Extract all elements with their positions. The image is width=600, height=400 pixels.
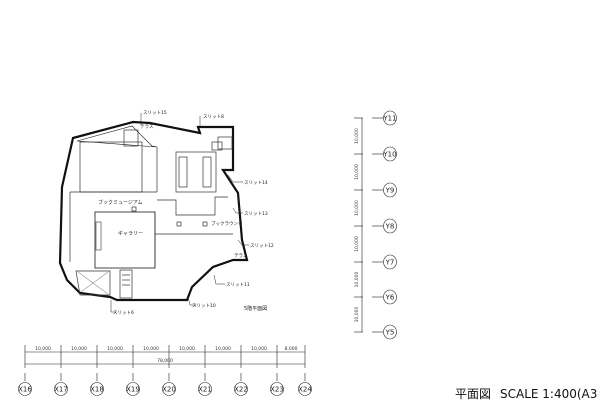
span-dimension: 10,000 [143, 346, 159, 352]
grid-label: X16 [18, 386, 32, 394]
plan-title: 5階平面図 [244, 305, 267, 312]
span-dimension: 10,000 [107, 346, 123, 352]
grid-label: Y10 [382, 151, 396, 159]
span-dimension: 10,000 [179, 346, 195, 352]
grid-label: X18 [90, 386, 104, 394]
grid-label: X20 [162, 386, 176, 394]
sheet-title: 平面図 [455, 387, 491, 400]
grid-label: Y9 [385, 187, 395, 195]
grid-label: Y11 [382, 115, 396, 123]
grid-bubble [298, 382, 312, 396]
grid-bubble [234, 382, 248, 396]
grid-bubble [383, 324, 397, 340]
grid-bubble [383, 146, 397, 162]
span-dimension: 10,000 [354, 164, 360, 180]
grid-label: Y6 [385, 294, 395, 302]
grid-bubble [383, 254, 397, 270]
grid-label: X24 [298, 386, 312, 394]
outer-wall [58, 120, 249, 302]
slit-label: スリット10 [192, 303, 216, 309]
scale-label: SCALE 1:400(A3 [500, 387, 597, 400]
slit-label: スリット13 [244, 211, 268, 217]
grid-bubble [18, 382, 32, 396]
grid-label: X17 [54, 386, 68, 394]
terrace-label: テラス [140, 124, 154, 130]
grid-label: X22 [234, 386, 248, 394]
span-dimension: 10,000 [354, 271, 360, 287]
terrace-label: テラス [234, 253, 248, 259]
room-label-book-museum: ブックミュージアム [98, 199, 143, 206]
span-dimension: 10,000 [215, 346, 231, 352]
grid-label: X19 [126, 386, 140, 394]
grid-label: Y5 [385, 329, 395, 337]
grid-bubble [90, 382, 104, 396]
y-dimension-line: Y1110,000Y1010,000Y910,000Y810,000Y710,0… [354, 110, 397, 340]
grid-bubble [54, 382, 68, 396]
room-label-book-lounge: ブックラウンジ [211, 220, 243, 227]
grid-bubble [383, 182, 397, 198]
grid-bubble [383, 218, 397, 234]
room-label-gallery: ギャラリー [118, 231, 143, 237]
leader-lines [110, 113, 249, 313]
grid-bubble [270, 382, 284, 396]
span-dimension: 10,000 [354, 128, 360, 144]
span-dimension: 10,000 [354, 306, 360, 322]
span-dimension: 10,000 [354, 236, 360, 252]
span-dimension: 10,000 [71, 346, 87, 352]
slit-label: スリット12 [250, 243, 274, 249]
grid-bubble [383, 289, 397, 305]
grid-bubble [383, 110, 397, 126]
slit-label: スリット14 [244, 180, 268, 186]
grid-label: Y7 [385, 259, 395, 267]
span-dimension: 10,000 [251, 346, 267, 352]
span-dimension: 10,000 [354, 200, 360, 216]
slit-label: スリット8 [203, 114, 224, 120]
slit-label: スリット15 [143, 110, 167, 116]
grid-label: X21 [198, 386, 212, 394]
grid-label: Y8 [385, 223, 395, 231]
total-dimension: 78,000 [157, 358, 173, 364]
span-dimension: 10,000 [35, 346, 51, 352]
interior-walls [69, 129, 233, 299]
span-dimension: 8,000 [285, 346, 298, 352]
grid-label: X23 [270, 386, 284, 394]
grid-bubble [198, 382, 212, 396]
slit-label: スリット11 [226, 282, 250, 288]
grid-bubble [126, 382, 140, 396]
slit-label: スリット6 [113, 310, 134, 316]
grid-bubble [162, 382, 176, 396]
plan-labels: スリット15 スリット8 スリット14 スリット13 スリット12 スリット11… [98, 110, 274, 316]
